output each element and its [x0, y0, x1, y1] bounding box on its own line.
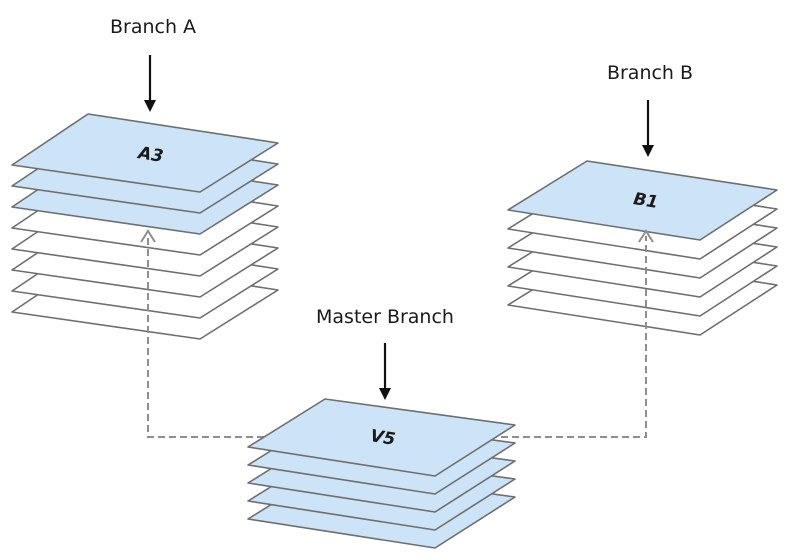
branch-a-title: Branch A: [110, 16, 196, 38]
master-top-layer-label: V5: [369, 426, 397, 450]
master-stack: V5: [247, 398, 516, 549]
branch-a-layer-1-committed: [11, 113, 279, 193]
branch-a-top-layer-label: A3: [135, 143, 165, 167]
branch-b-layer-1-committed: [507, 160, 778, 241]
branch-b-pointer-arrow: [642, 100, 654, 157]
connector-master-to-a: [140, 229, 275, 438]
master-branch-title: Master Branch: [316, 306, 454, 328]
branch-a-pointer-arrow: [144, 55, 156, 112]
branch-b-top-layer-label: B1: [632, 189, 660, 213]
branch-b-stack: B1: [507, 160, 778, 336]
branch-b-title: Branch B: [607, 62, 693, 84]
master-pointer-arrow: [379, 343, 391, 400]
master-layer-1-committed: [247, 398, 516, 477]
connector-master-to-b: [490, 229, 654, 438]
branch-a-stack: A3: [11, 113, 279, 340]
